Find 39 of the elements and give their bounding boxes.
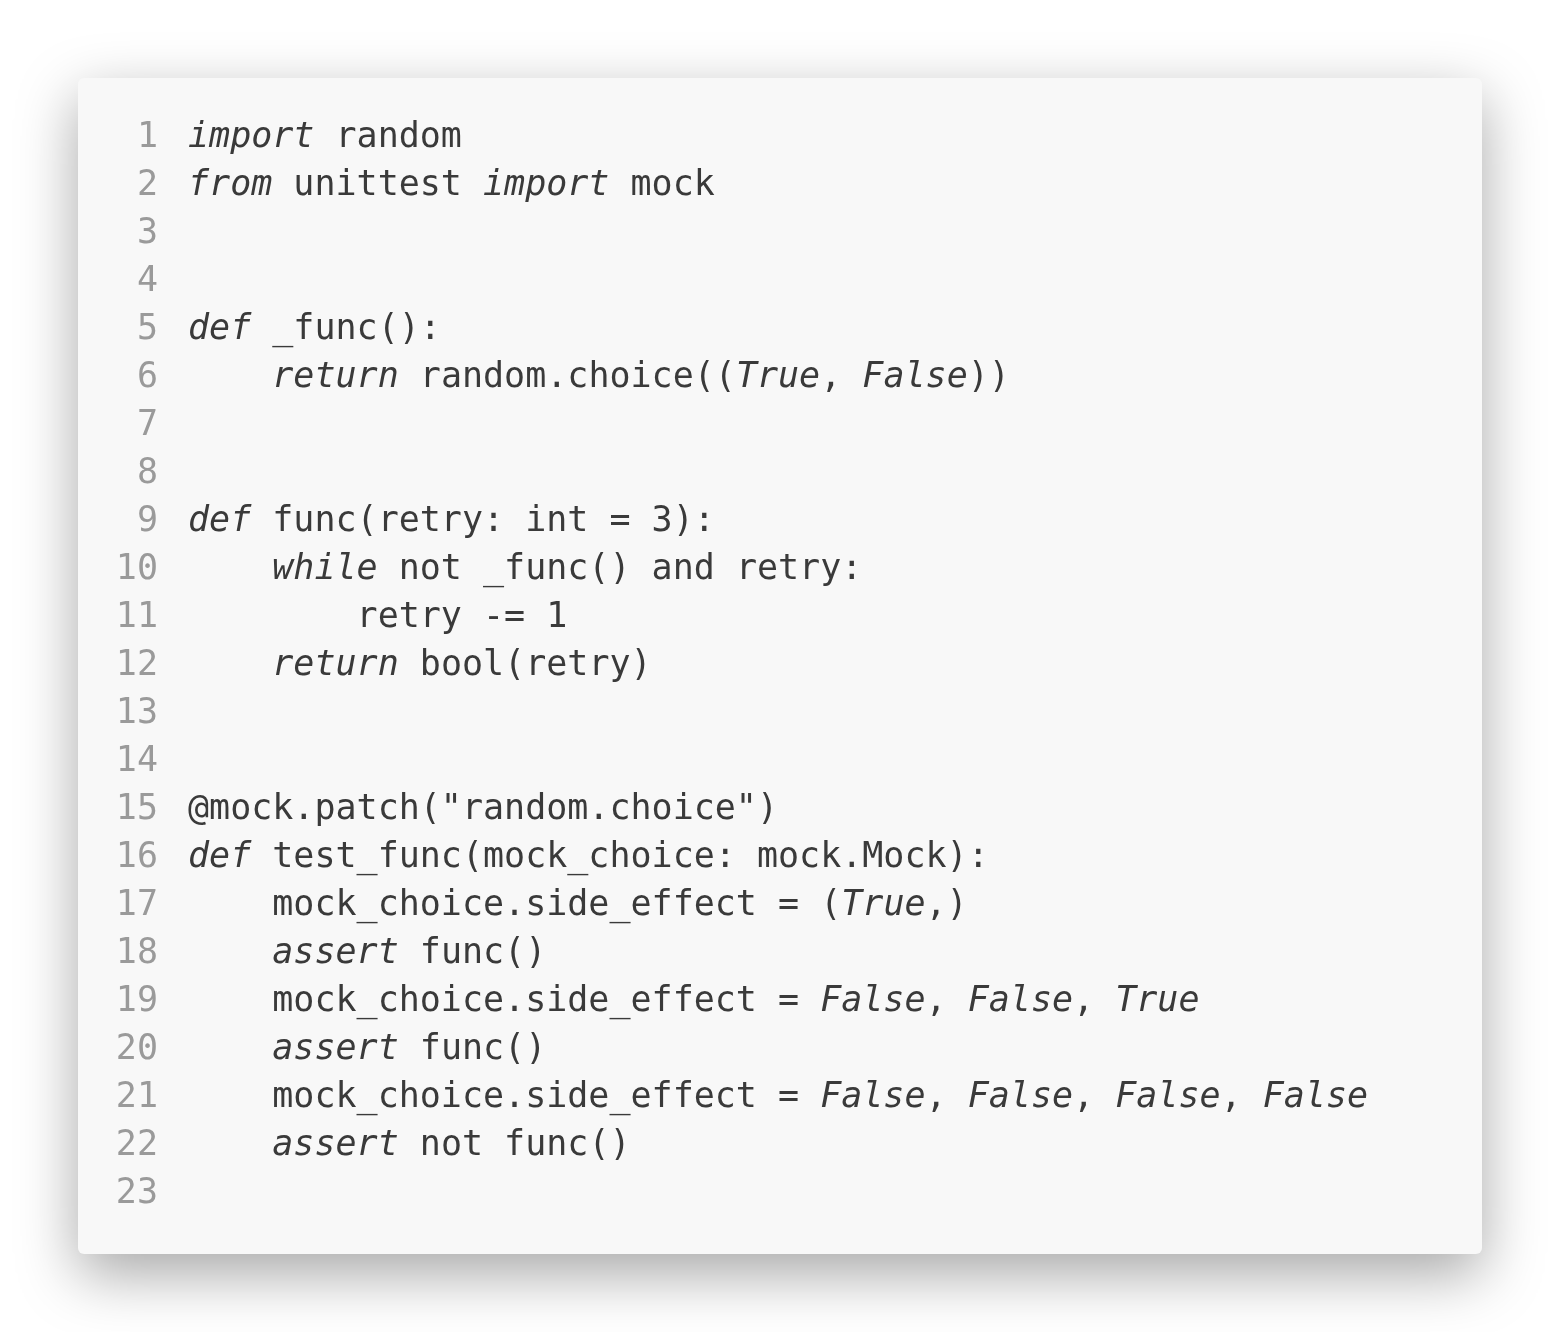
line-number: 7 [135,402,158,445]
code-line: @mock.patch("random.choice") [188,786,778,829]
line-number: 12 [114,642,158,685]
code-line: return bool(retry) [271,642,652,685]
line-number: 14 [114,738,158,781]
line-number: 19 [114,978,158,1021]
line-number: 18 [114,930,158,973]
line-number: 6 [135,354,158,397]
line-number: 16 [114,834,158,877]
code-line: def _func(): [188,306,441,350]
line-number: 15 [114,786,158,829]
line-number: 5 [135,306,158,349]
line-number: 9 [135,498,158,541]
code-line: assert func() [271,930,547,973]
code-line: def func(retry: int = 3): [188,498,715,541]
line-number: 23 [114,1170,158,1213]
line-number: 3 [135,210,158,253]
code-line: assert func() [271,1026,547,1069]
line-number: 11 [114,594,158,637]
line-number: 22 [114,1122,158,1165]
line-number: 10 [114,546,158,589]
code-line: while not _func() and retry: [271,546,863,590]
line-number: 8 [135,450,158,493]
code-line: assert not func() [271,1122,631,1165]
code-line: import random [188,114,462,157]
code-line: mock_choice.side_effect = False, False, True [271,978,1200,1022]
line-number: 20 [114,1026,158,1069]
code-line: from unittest import mock [188,162,715,205]
line-number: 17 [114,882,158,925]
line-number: 2 [135,162,158,205]
code-line: mock_choice.side_effect = (True,) [271,882,968,926]
line-number: 4 [135,258,158,301]
line-number: 13 [114,690,158,733]
code-line: retry -= 1 [355,594,568,637]
code-line: mock_choice.side_effect = False, False, False, False [271,1074,1369,1118]
line-number: 1 [135,114,158,157]
code-line: return random.choice((True, False)) [271,354,1010,397]
line-number: 21 [114,1074,158,1117]
code-line: def test_func(mock_choice: mock.Mock): [188,834,989,878]
